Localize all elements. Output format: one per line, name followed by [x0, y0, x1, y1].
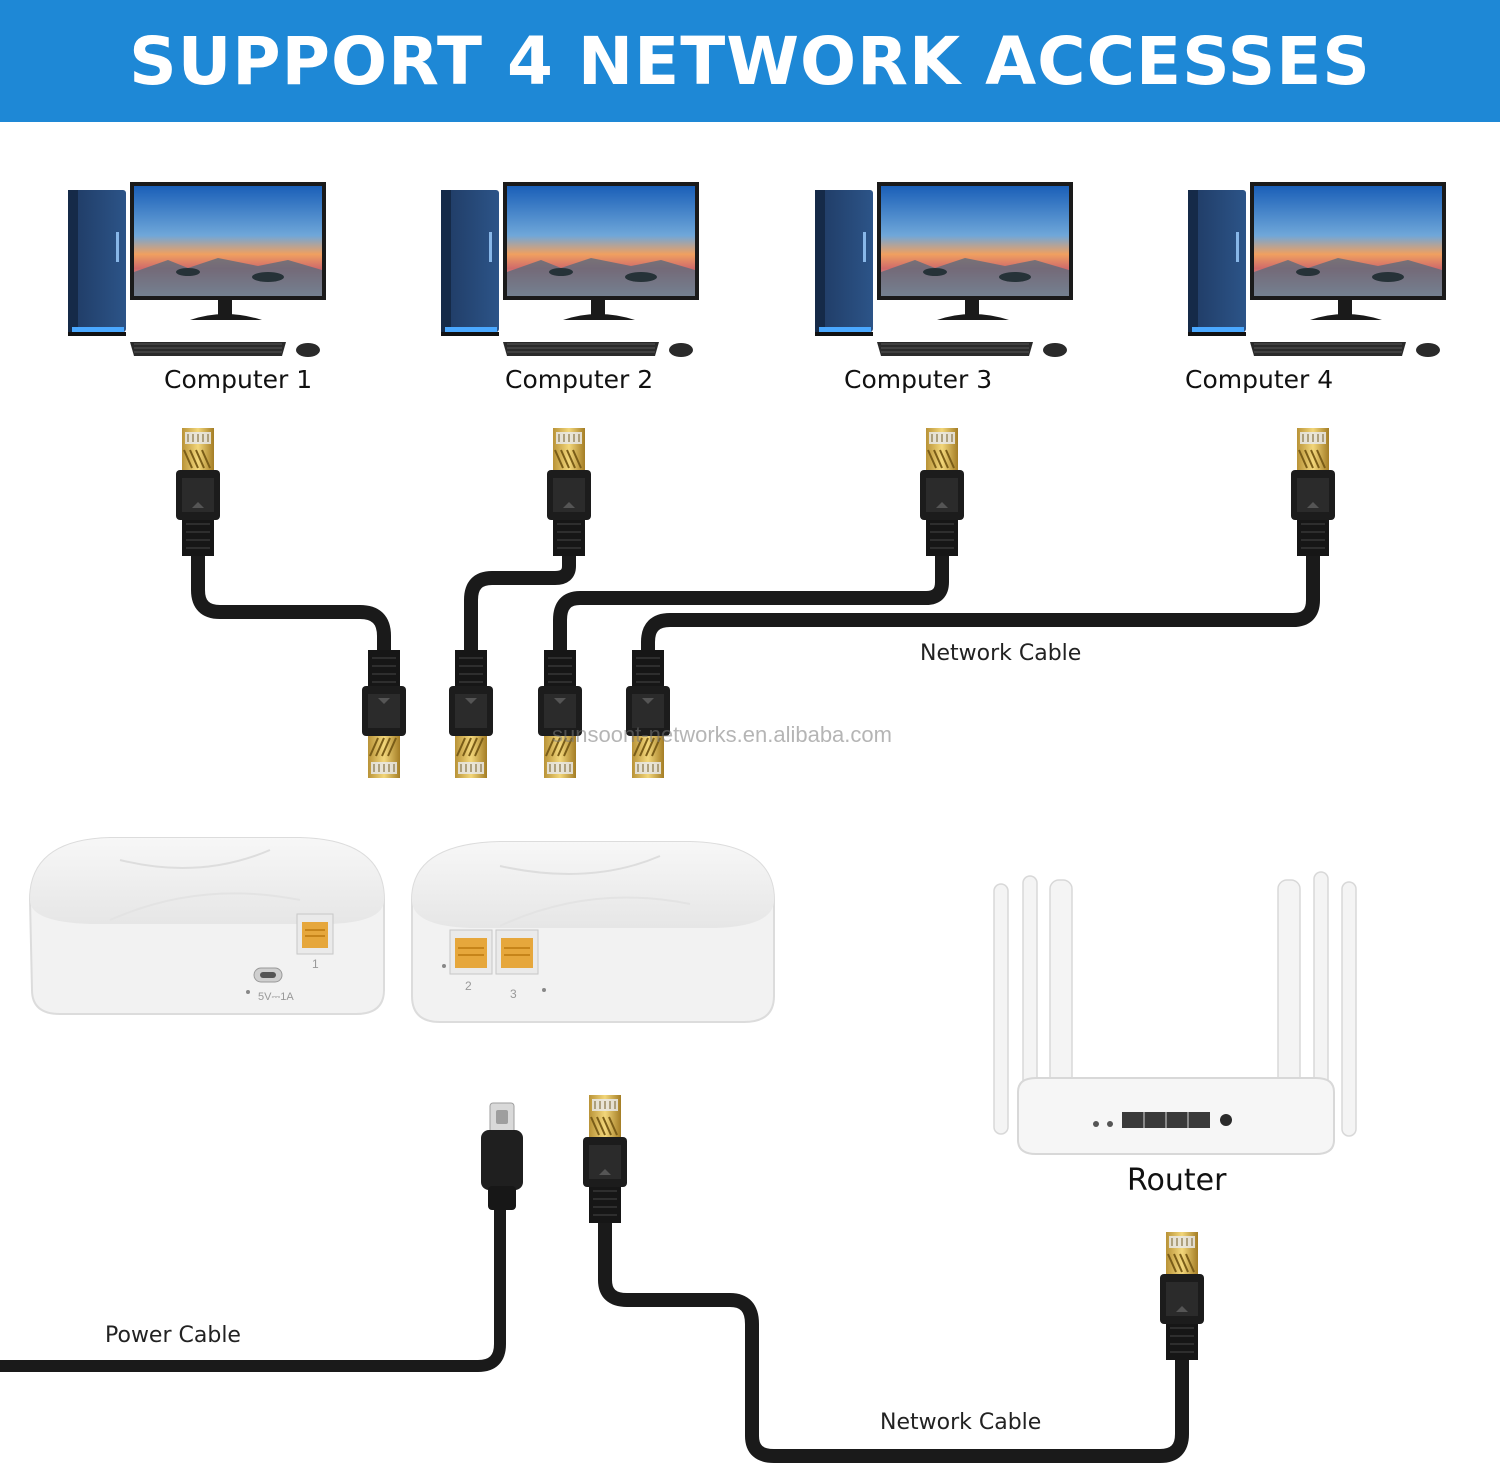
plug-switch-uplink: [582, 1094, 628, 1224]
header-banner: SUPPORT 4 NETWORK ACCESSES: [0, 0, 1500, 122]
power-cable: [0, 1102, 523, 1372]
computer-2-illustration: [440, 181, 700, 358]
bottom-network-cable-label: Network Cable: [880, 1410, 1042, 1435]
computer-1-label: Computer 1: [164, 365, 313, 394]
computer-1-illustration: [67, 181, 327, 358]
cable-computer-3: [553, 548, 949, 657]
upper-cables: [191, 548, 1320, 657]
plug-computer-2: [546, 427, 592, 557]
plug-switch-port-3: [538, 650, 582, 778]
plug-switch-port-1: [362, 650, 406, 778]
port-3-label: 3: [510, 987, 517, 1001]
watermark: sunsoont-networks.en.alibaba.com: [552, 722, 892, 747]
router-label: Router: [1127, 1163, 1227, 1198]
computer-4-illustration: [1187, 181, 1447, 358]
plug-router: [1159, 1231, 1205, 1361]
plug-computer-1: [175, 427, 221, 557]
plug-switch-port-2: [449, 650, 493, 778]
top-network-cable-label: Network Cable: [920, 641, 1082, 666]
plug-computer-3: [919, 427, 965, 557]
computer-2-label: Computer 2: [505, 365, 654, 394]
power-port-label: 5V⎓1A: [258, 991, 294, 1003]
plug-switch-port-4: [626, 650, 670, 778]
bottom-network-cable: [598, 1213, 1189, 1463]
cable-computer-4: [641, 548, 1320, 657]
plug-computer-4: [1290, 427, 1336, 557]
cable-computer-2: [464, 548, 576, 657]
switch-right-illustration: [411, 841, 775, 1023]
power-cable-label: Power Cable: [105, 1323, 241, 1348]
computer-3-illustration: [814, 181, 1074, 358]
switch-left-illustration: [28, 837, 385, 1015]
port-1-label: 1: [312, 957, 319, 971]
cable-computer-1: [191, 548, 391, 657]
port-2-label: 2: [465, 979, 472, 993]
page-title: SUPPORT 4 NETWORK ACCESSES: [129, 22, 1371, 100]
computer-3-label: Computer 3: [844, 365, 993, 394]
computer-4-label: Computer 4: [1185, 365, 1334, 394]
router-illustration: [993, 871, 1357, 1155]
